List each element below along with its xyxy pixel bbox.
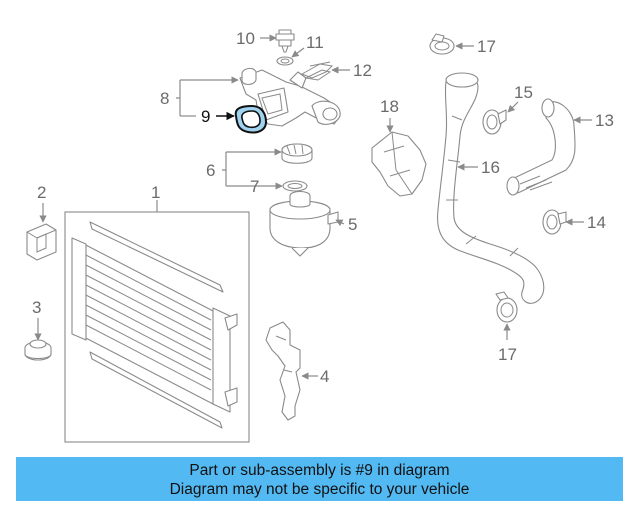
banner-line-part-info: Part or sub-assembly is #9 in diagram (189, 462, 450, 479)
leader-lines (34, 34, 592, 380)
bracket-part-4[interactable] (265, 321, 301, 421)
label-16: 16 (481, 158, 500, 177)
label-9: 9 (201, 107, 210, 126)
coolant-flange-part-8[interactable] (239, 67, 341, 127)
banner-line-disclaimer: Diagram may not be specific to your vehi… (169, 481, 470, 498)
label-11: 11 (306, 33, 324, 52)
label-17-top: 17 (477, 37, 496, 56)
label-10: 10 (236, 29, 255, 48)
label-8: 8 (160, 89, 169, 108)
radiator-core (79, 241, 216, 406)
label-13: 13 (595, 111, 614, 130)
bracket-part-18[interactable] (371, 131, 427, 197)
label-17-bottom: 17 (498, 345, 517, 364)
o-ring-part-11[interactable] (276, 56, 294, 66)
expansion-tank-part-5[interactable] (269, 190, 339, 257)
label-18: 18 (380, 97, 399, 116)
hose-clamp-part-15[interactable] (482, 109, 507, 135)
hose-clamp-part-17-top[interactable] (429, 33, 455, 55)
hose-part-13[interactable] (506, 98, 576, 196)
label-2: 2 (37, 183, 46, 202)
mount-part-2[interactable] (26, 223, 57, 261)
hose-part-16[interactable] (436, 72, 545, 304)
part-number-labels: 1 2 3 4 5 6 7 8 9 10 11 12 13 14 15 16 1… (32, 29, 614, 386)
info-banner: Part or sub-assembly is #9 in diagram Di… (16, 457, 623, 501)
label-5: 5 (348, 215, 357, 234)
gasket-part-9[interactable] (234, 104, 268, 134)
radiator-part-1[interactable] (64, 211, 250, 443)
seal-ring-part-7[interactable] (282, 180, 308, 192)
label-1: 1 (151, 183, 160, 202)
grommet-part-3[interactable] (24, 339, 52, 361)
cap-part-6[interactable] (281, 143, 313, 164)
hose-clamp-part-14[interactable] (542, 209, 567, 235)
label-15: 15 (514, 83, 533, 102)
hose-clamp-part-17-bottom[interactable] (495, 291, 518, 323)
label-4: 4 (320, 367, 329, 386)
label-6: 6 (206, 161, 215, 180)
label-12: 12 (353, 61, 372, 80)
label-7: 7 (250, 177, 259, 196)
clip-part-12[interactable] (300, 61, 334, 81)
label-14: 14 (587, 213, 606, 232)
label-3: 3 (32, 298, 41, 317)
sensor-part-10[interactable] (275, 29, 295, 53)
